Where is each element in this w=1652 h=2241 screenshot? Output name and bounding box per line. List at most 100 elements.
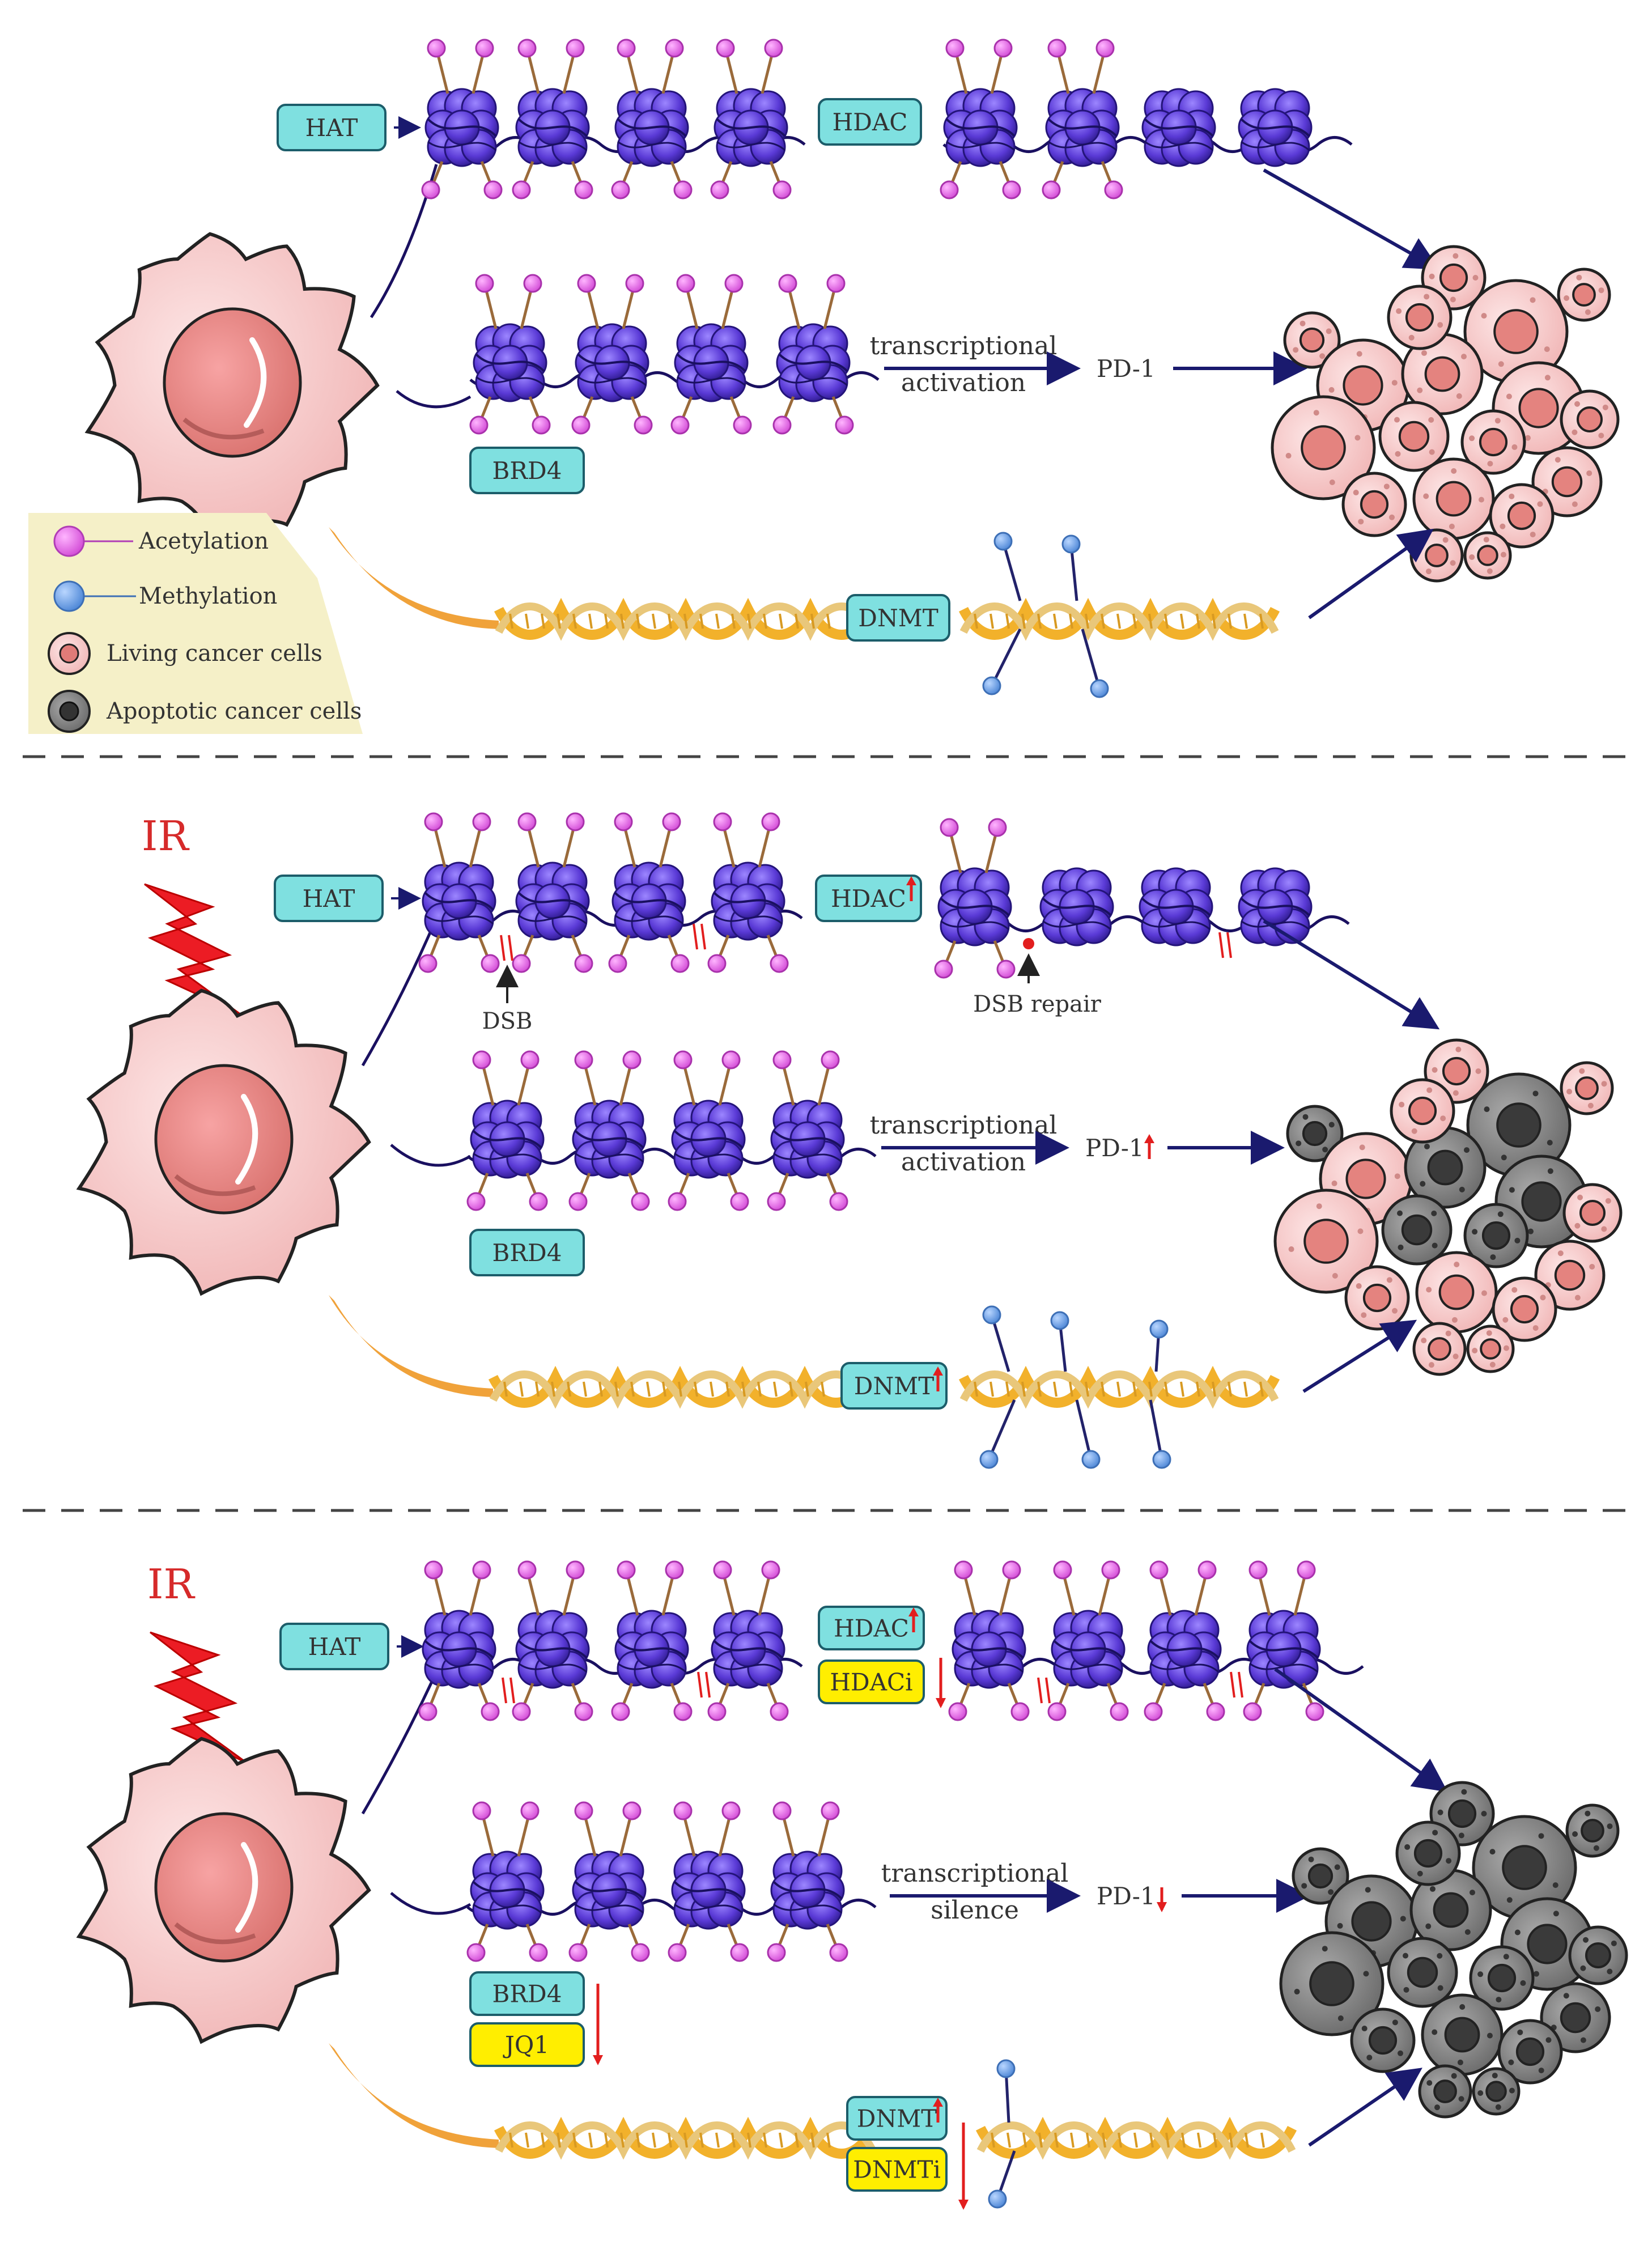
acetyl-group [721,1801,741,1820]
apoptotic-cancer-cell [1540,1982,1611,2053]
living-cancer-cell [1412,457,1495,540]
cell-nucleus [1368,2026,1398,2055]
pd1-label: PD-1 [1097,355,1156,383]
base-pair [572,2132,577,2148]
cell-nucleus [1301,425,1346,470]
granule [1509,493,1515,499]
living-cancer-cell [1271,395,1376,500]
methyl-tail [1149,1399,1163,1460]
base-pair [1086,2132,1090,2148]
granule [1503,1345,1509,1351]
nucleosome [515,88,590,167]
dna-wrap [779,376,848,387]
acetyl-group [730,1192,749,1211]
methyl-tail [990,628,1022,687]
apoptotic-cancer-cell [1381,1194,1453,1266]
dna-wrap [518,914,587,925]
hdac-label: HDAC [833,108,908,136]
base-pair [1133,2132,1138,2148]
acetyl-group [826,274,846,293]
base-pair [1070,2132,1075,2148]
acetyl-group [517,1560,537,1580]
acetyl-group [772,180,792,200]
increase-arrow-head [906,876,916,885]
acetyl-group [611,180,630,200]
acetyl-group [772,1050,792,1069]
dna-wrap [1248,1640,1319,1659]
granule [1509,2087,1515,2094]
dna-wrap [424,892,494,911]
dna-helix [329,527,878,641]
acetyl-group [835,415,854,435]
base-pair [826,2132,831,2148]
base-pair [557,613,561,629]
cancer-cell [76,1737,371,2044]
methyl-group [1149,1319,1169,1339]
apoptotic-cancer-cell [1497,2019,1563,2085]
hdaci: HDACi [818,1659,925,1704]
granule [1572,1831,1578,1837]
acetyl-group [670,415,690,435]
dsb-break-mark [700,923,706,950]
granule [1322,1147,1328,1153]
legend-apoptotic-cell-icon [48,690,91,733]
nucleosome [714,88,788,167]
cell-nucleus [1362,1283,1392,1313]
nucleosome [470,1850,545,1930]
granule [1605,1198,1611,1204]
granule [1437,1985,1443,1991]
acetyl-group [1110,1702,1129,1721]
granule [1470,1890,1476,1896]
granule [1514,1237,1521,1243]
base-pair [1054,2132,1059,2148]
dna-wrap [517,892,588,911]
base-pair [789,1381,793,1397]
granule [1498,361,1504,367]
dna-wrap [773,1152,842,1163]
base-pair [1259,613,1264,629]
decrease-arrow-head [958,2200,969,2210]
dna-wrap [677,376,746,387]
dsb-break-mark [1045,1677,1051,1704]
granule [1511,1287,1518,1293]
base-pair [1038,2132,1043,2148]
granule [1457,2059,1463,2065]
base-pair [1243,613,1248,629]
granule [1411,1128,1417,1134]
granule [1490,1254,1496,1260]
granule [1451,1317,1458,1323]
nucleosome [614,1610,689,1689]
dnmti-label: DNMTi [853,2156,941,2184]
base-pair [1212,613,1216,629]
pd1-label: PD-1 [1097,1882,1156,1910]
granule [1576,274,1582,281]
outcome-arrow-1 [1263,168,1440,270]
granule [1293,347,1299,353]
granule [1450,296,1456,303]
base-pair [1021,1381,1026,1397]
acetyl-group [829,1192,848,1211]
acetyl-group [466,1943,486,1962]
base-pair [636,2132,640,2148]
nucleosome [1147,1610,1222,1689]
brd4-label: BRD4 [492,1980,562,2008]
dna-helix [958,1365,1280,1409]
base-pair [757,1381,762,1397]
base-pair [741,1381,746,1397]
acetyl-group [622,1050,642,1069]
living-cancer-cell [1344,1265,1410,1331]
dna-wrap [946,141,1015,151]
granule [1520,1980,1526,1986]
acetyl-group [520,1801,540,1820]
granule [1437,1953,1443,1959]
base-pair [1149,2132,1154,2148]
acetyl-group [945,39,965,58]
nucleosome [937,867,1012,947]
tumor-cell-cluster [1279,1781,1628,2119]
cell-nucleus [1481,1221,1511,1250]
living-cancer-cell [1557,268,1611,322]
legend-methylation-label: Methylation [139,583,277,609]
acetyl-group [634,415,653,435]
nucleus-highlight [244,337,267,428]
